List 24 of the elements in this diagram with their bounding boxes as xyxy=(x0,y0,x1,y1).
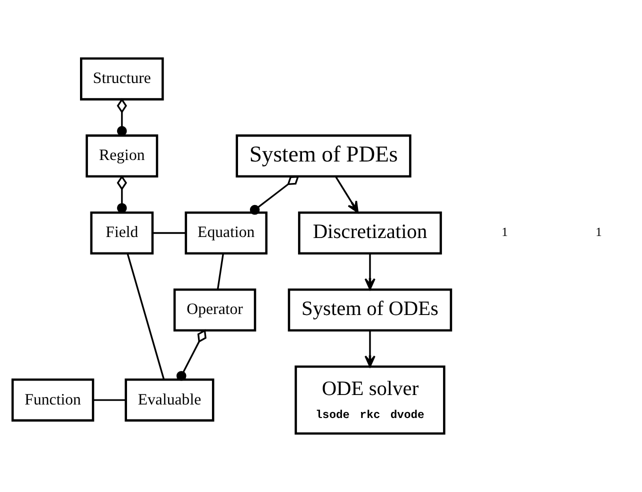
node-box: Operator xyxy=(173,288,256,332)
connector xyxy=(250,176,300,215)
arrow xyxy=(364,330,376,368)
label: 1 xyxy=(502,225,508,240)
arrow xyxy=(364,254,376,290)
node-box: System of PDEs xyxy=(236,134,412,178)
label: 1 xyxy=(596,225,602,240)
node-box: Structure xyxy=(80,57,164,100)
connector xyxy=(152,232,186,234)
connector xyxy=(176,329,206,381)
node-box: Equation xyxy=(184,211,268,254)
node-box: Region xyxy=(86,134,158,178)
arrow xyxy=(335,176,359,213)
node-box: Field xyxy=(90,211,154,254)
node-box: Discretization xyxy=(298,211,442,254)
node-box: System of ODEs xyxy=(288,288,452,332)
connector xyxy=(216,254,224,290)
node-box: Evaluable xyxy=(124,378,214,422)
connector xyxy=(116,175,128,213)
connector xyxy=(116,98,128,136)
node-box: ODE solver lsode rkc dvode xyxy=(294,366,446,435)
node-box: Function xyxy=(11,378,94,422)
connector xyxy=(93,399,126,401)
connector xyxy=(126,253,165,380)
